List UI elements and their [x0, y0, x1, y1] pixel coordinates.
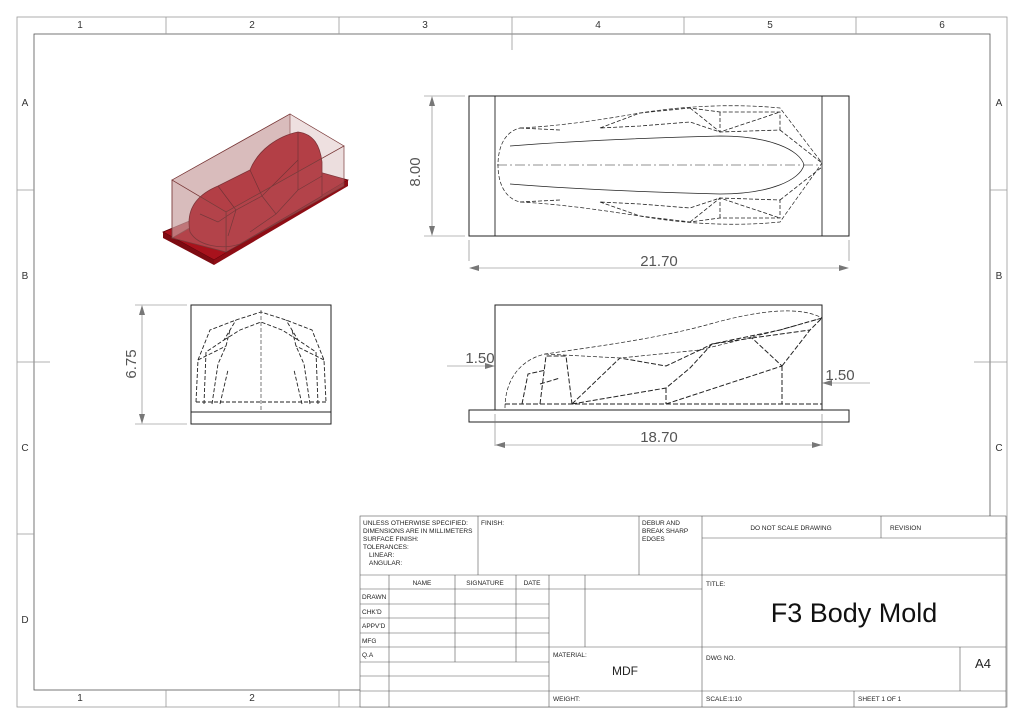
row-approved: APPV'D: [362, 623, 386, 630]
title-block: [359, 515, 1007, 708]
debur-note-1: DEBUR AND: [642, 520, 680, 527]
iso-base-side-left: [163, 232, 214, 265]
debur-note-2: BREAK SHARP: [642, 528, 688, 535]
zone-col-3: 3: [422, 20, 428, 31]
top-view-outline: [468, 95, 850, 237]
zone-col-6: 6: [939, 20, 945, 31]
dim-top-height: 8.00: [407, 157, 424, 186]
zone-row-a-right: A: [996, 98, 1003, 109]
top-view: [424, 95, 850, 271]
material-label: MATERIAL:: [553, 652, 587, 659]
drawing-title: F3 Body Mold: [771, 598, 938, 628]
front-view-body-outline: [504, 310, 823, 409]
isometric-view: [162, 113, 350, 265]
iso-base-side-right: [214, 180, 348, 265]
zone-col-4: 4: [595, 20, 601, 31]
top-view-body-outline: [497, 105, 823, 225]
top-view-body-inner: [509, 135, 805, 195]
row-mfg: MFG: [362, 638, 376, 645]
zone-row-c-right: C: [995, 443, 1002, 454]
dim-top-width: 21.70: [640, 253, 678, 270]
zone-col-bottom-1: 1: [77, 693, 83, 704]
row-checked: CHK'D: [362, 609, 382, 616]
dim-front-width: 18.70: [640, 429, 678, 446]
material-value: MDF: [612, 664, 638, 678]
title-label: TITLE:: [706, 581, 726, 588]
zone-row-c: C: [21, 443, 28, 454]
finish-label: FINISH:: [481, 520, 504, 527]
side-view: [135, 304, 332, 425]
dim-side-height: 6.75: [123, 349, 140, 378]
tolerance-note-1: UNLESS OTHERWISE SPECIFIED:: [363, 520, 468, 527]
zone-row-b-right: B: [996, 271, 1003, 282]
zone-row-a: A: [22, 98, 29, 109]
tolerance-note-3: SURFACE FINISH:: [363, 536, 419, 543]
row-drawn: DRAWN: [362, 594, 387, 601]
tolerance-note-4: TOLERANCES:: [363, 544, 409, 551]
col-signature: SIGNATURE: [466, 580, 504, 587]
title-block-frame: [359, 515, 1007, 708]
zone-col-1: 1: [77, 20, 83, 31]
do-not-scale-note: DO NOT SCALE DRAWING: [750, 525, 831, 532]
sheet-number: SHEET 1 OF 1: [858, 696, 902, 703]
side-view-hidden-edges: [195, 311, 327, 405]
zone-row-d: D: [21, 615, 28, 626]
zone-col-5: 5: [767, 20, 773, 31]
front-view-base: [468, 409, 850, 423]
front-view-hidden-edges: [505, 317, 823, 405]
zone-ticks: [17, 17, 1007, 707]
revision-label: REVISION: [890, 525, 921, 532]
tolerance-note-5: LINEAR:: [369, 552, 394, 559]
debur-note-3: EDGES: [642, 536, 665, 543]
dwg-no-label: DWG NO.: [706, 655, 735, 662]
iso-box-side: [171, 179, 227, 253]
dim-front-left: 1.50: [465, 350, 494, 367]
iso-car-facets: [199, 132, 323, 237]
scale-label: SCALE:1:10: [706, 696, 742, 703]
zone-col-2: 2: [249, 20, 255, 31]
col-date: DATE: [524, 580, 542, 587]
front-view: [447, 304, 870, 448]
zone-row-b: B: [22, 271, 29, 282]
dim-front-right: 1.50: [825, 367, 854, 384]
tolerance-note-2: DIMENSIONS ARE IN MILLIMETERS: [363, 528, 473, 535]
sheet-size: A4: [975, 656, 991, 671]
tolerance-note-6: ANGULAR:: [369, 560, 402, 567]
side-view-base: [190, 411, 332, 425]
top-view-hidden-edges: [519, 107, 823, 223]
col-name: NAME: [413, 580, 432, 587]
zone-col-bottom-2: 2: [249, 693, 255, 704]
weight-label: WEIGHT:: [553, 696, 580, 703]
row-qa: Q.A: [362, 652, 374, 659]
